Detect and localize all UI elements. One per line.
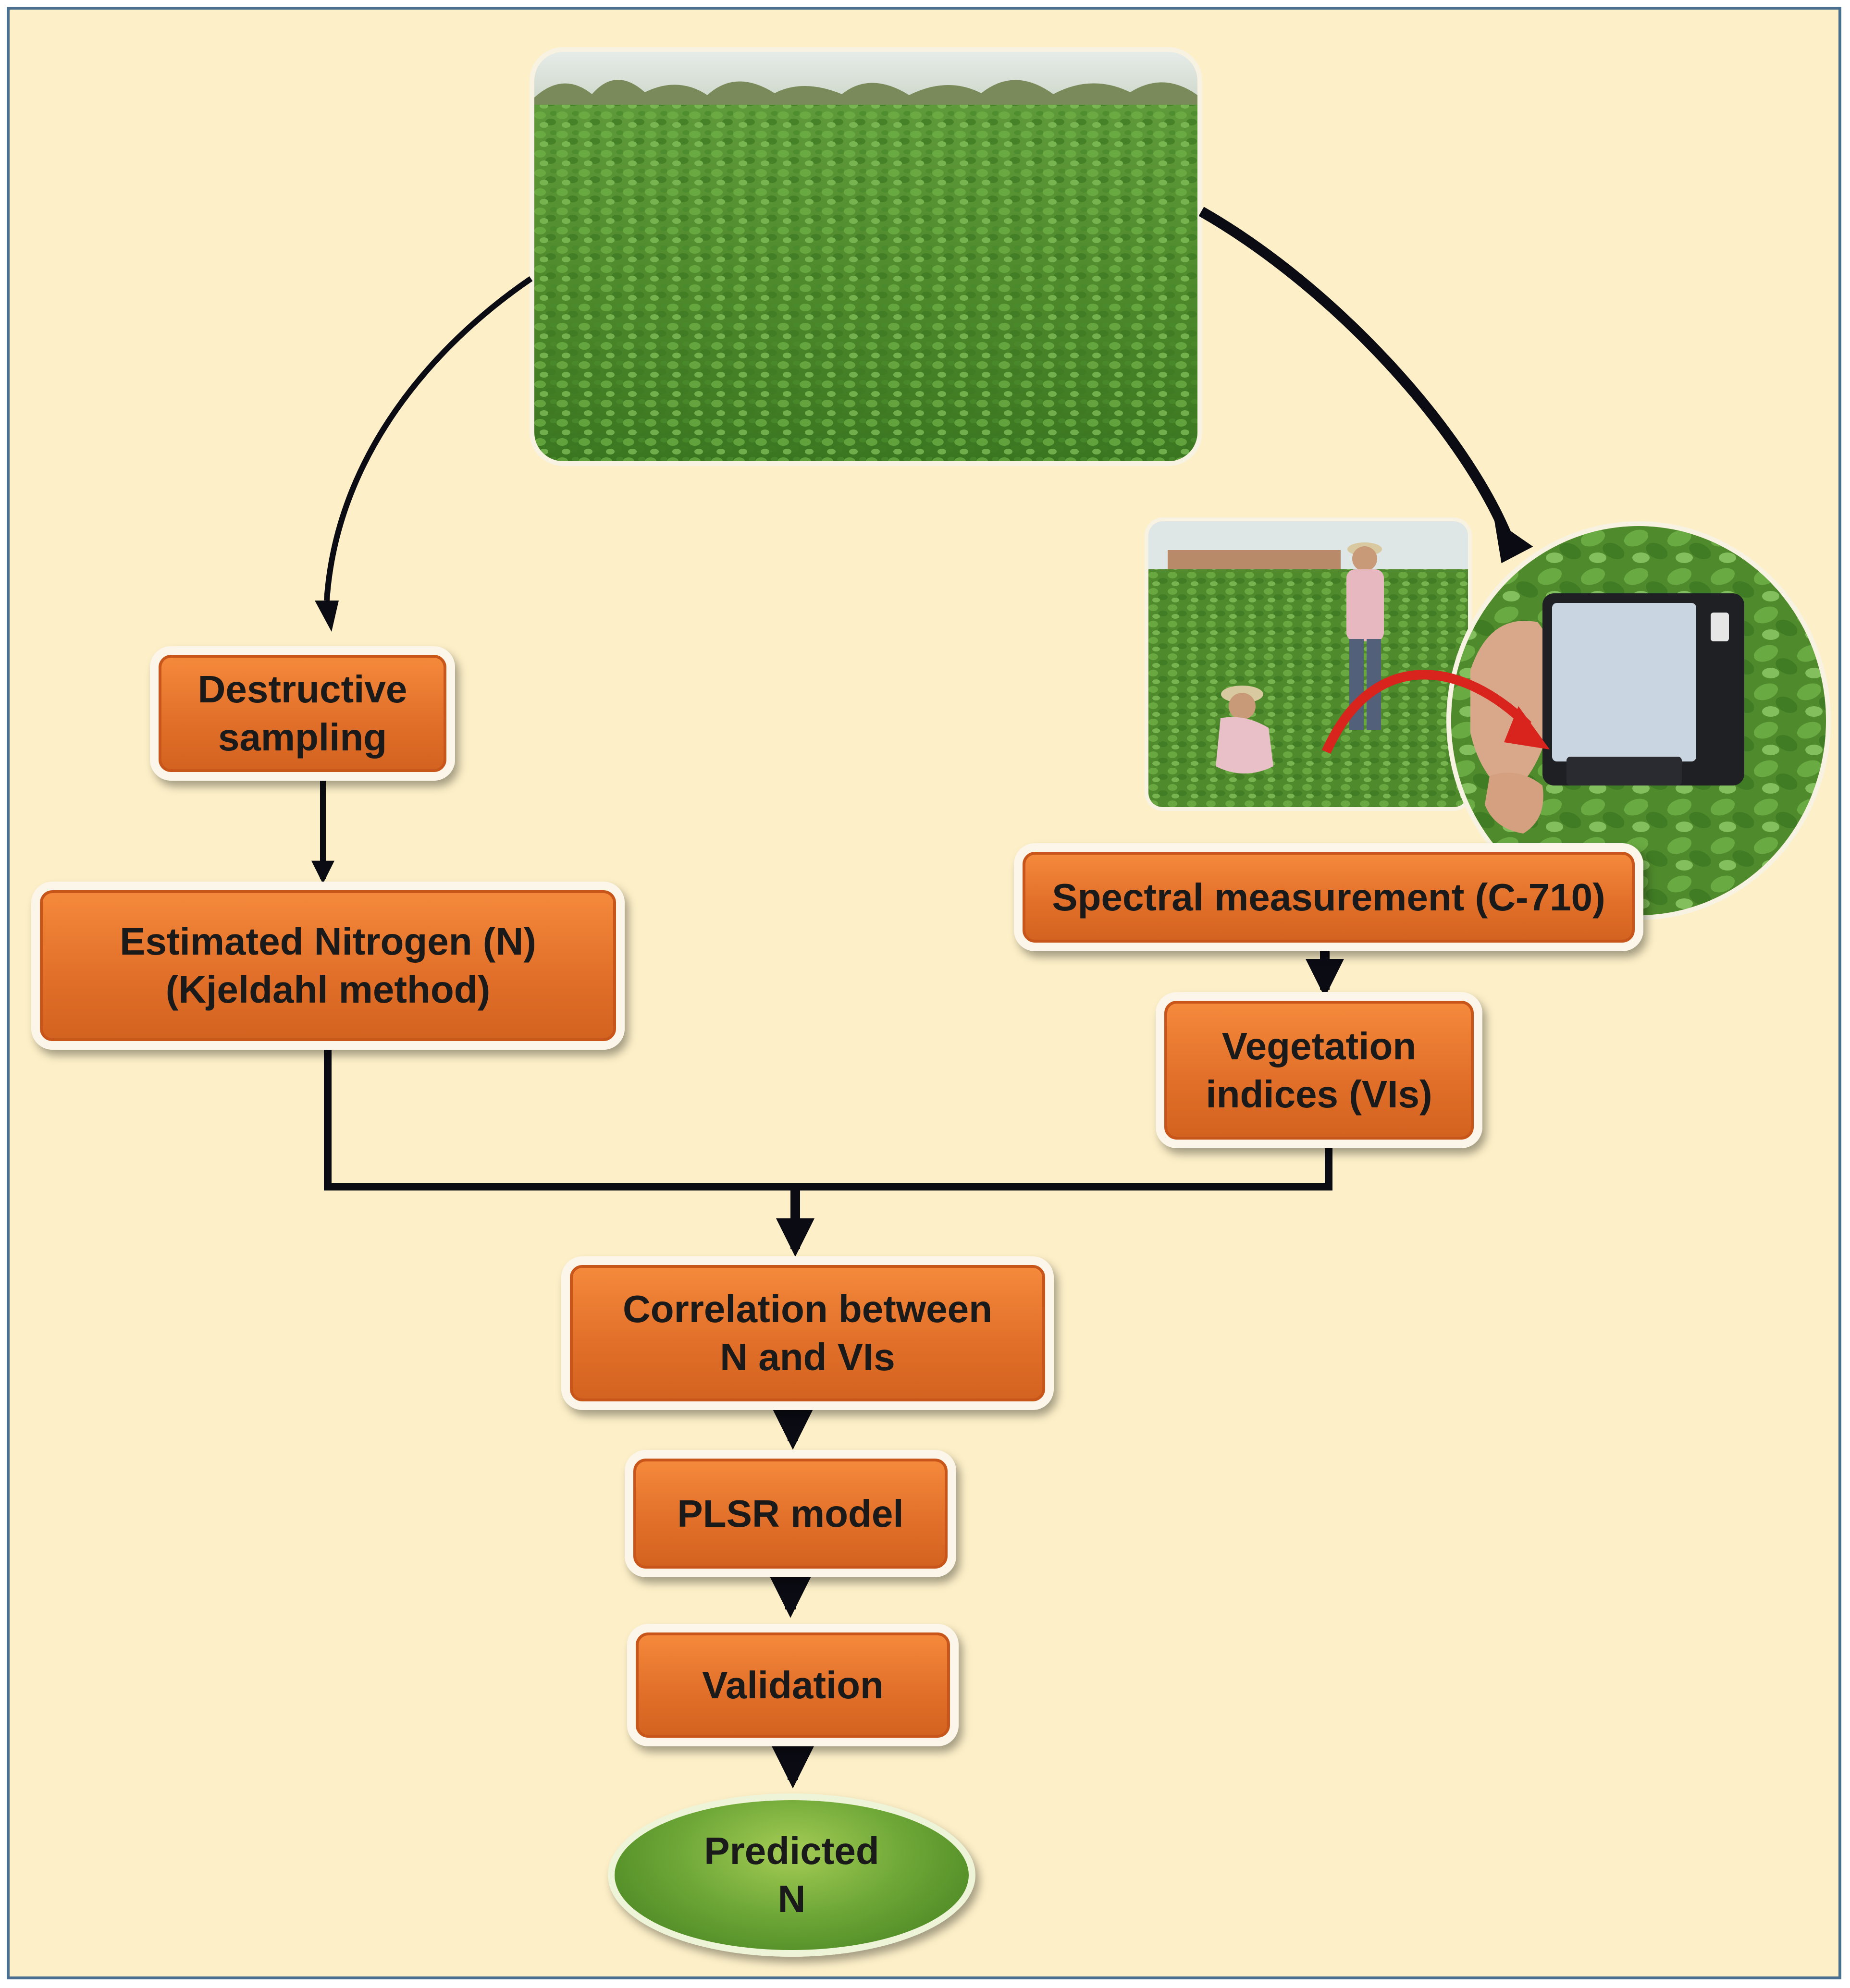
field-measurement-photo — [1148, 521, 1468, 807]
vegetation-indices-box: Vegetation indices (VIs) — [1156, 992, 1482, 1148]
plsr-model-box: PLSR model — [625, 1450, 956, 1577]
right-curved-arrow — [1198, 207, 1514, 543]
red-curved-arrow — [1321, 670, 1532, 754]
correlation-box: Correlation between N and VIs — [561, 1256, 1054, 1410]
crop-field-photo — [534, 52, 1197, 461]
destructive-sampling-box: Destructive sampling — [150, 646, 455, 781]
validation-box: Validation — [627, 1624, 959, 1746]
connector-vegetation-to-merge — [788, 1146, 1332, 1190]
predicted-n-oval: Predicted N — [608, 1793, 975, 1957]
left-curved-arrow — [324, 276, 533, 601]
spectral-measurement-box: Spectral measurement (C-710) — [1014, 843, 1643, 951]
connector-estimated-to-merge — [324, 1048, 798, 1190]
estimated-nitrogen-box: Estimated Nitrogen (N) (Kjeldahl method) — [31, 882, 625, 1050]
